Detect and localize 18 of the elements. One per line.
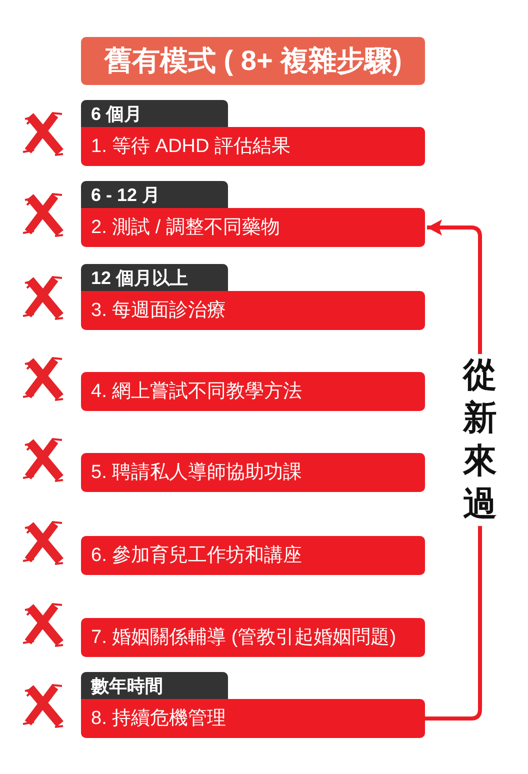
step-text: 1. 等待 ADHD 評估結果 (91, 135, 291, 159)
step-text: 4. 網上嘗試不同教學方法 (91, 380, 302, 404)
step-text: 2. 測試 / 調整不同藥物 (91, 216, 280, 240)
edge-label: 從新來過 (462, 354, 498, 526)
step-text: 6. 參加育兒工作坊和講座 (91, 544, 302, 568)
duration-tab: 12 個月以上 (81, 264, 228, 291)
step-box (81, 372, 425, 411)
title-banner: 舊有模式 ( 8+ 複雜步驟) (81, 37, 425, 85)
duration-tab: 6 - 12 月 (81, 181, 228, 208)
step-text: 3. 每週面診治療 (91, 299, 226, 323)
step-box (81, 618, 425, 657)
step-box (81, 453, 425, 492)
step-text: 8. 持續危機管理 (91, 707, 226, 731)
step-text: 7. 婚姻關係輔導 (管教引起婚姻問題) (91, 626, 396, 650)
step-text: 5. 聘請私人導師協助功課 (91, 461, 302, 485)
step-box (81, 536, 425, 575)
duration-tab: 6 個月 (81, 100, 228, 127)
duration-tab: 數年時間 (81, 672, 228, 699)
